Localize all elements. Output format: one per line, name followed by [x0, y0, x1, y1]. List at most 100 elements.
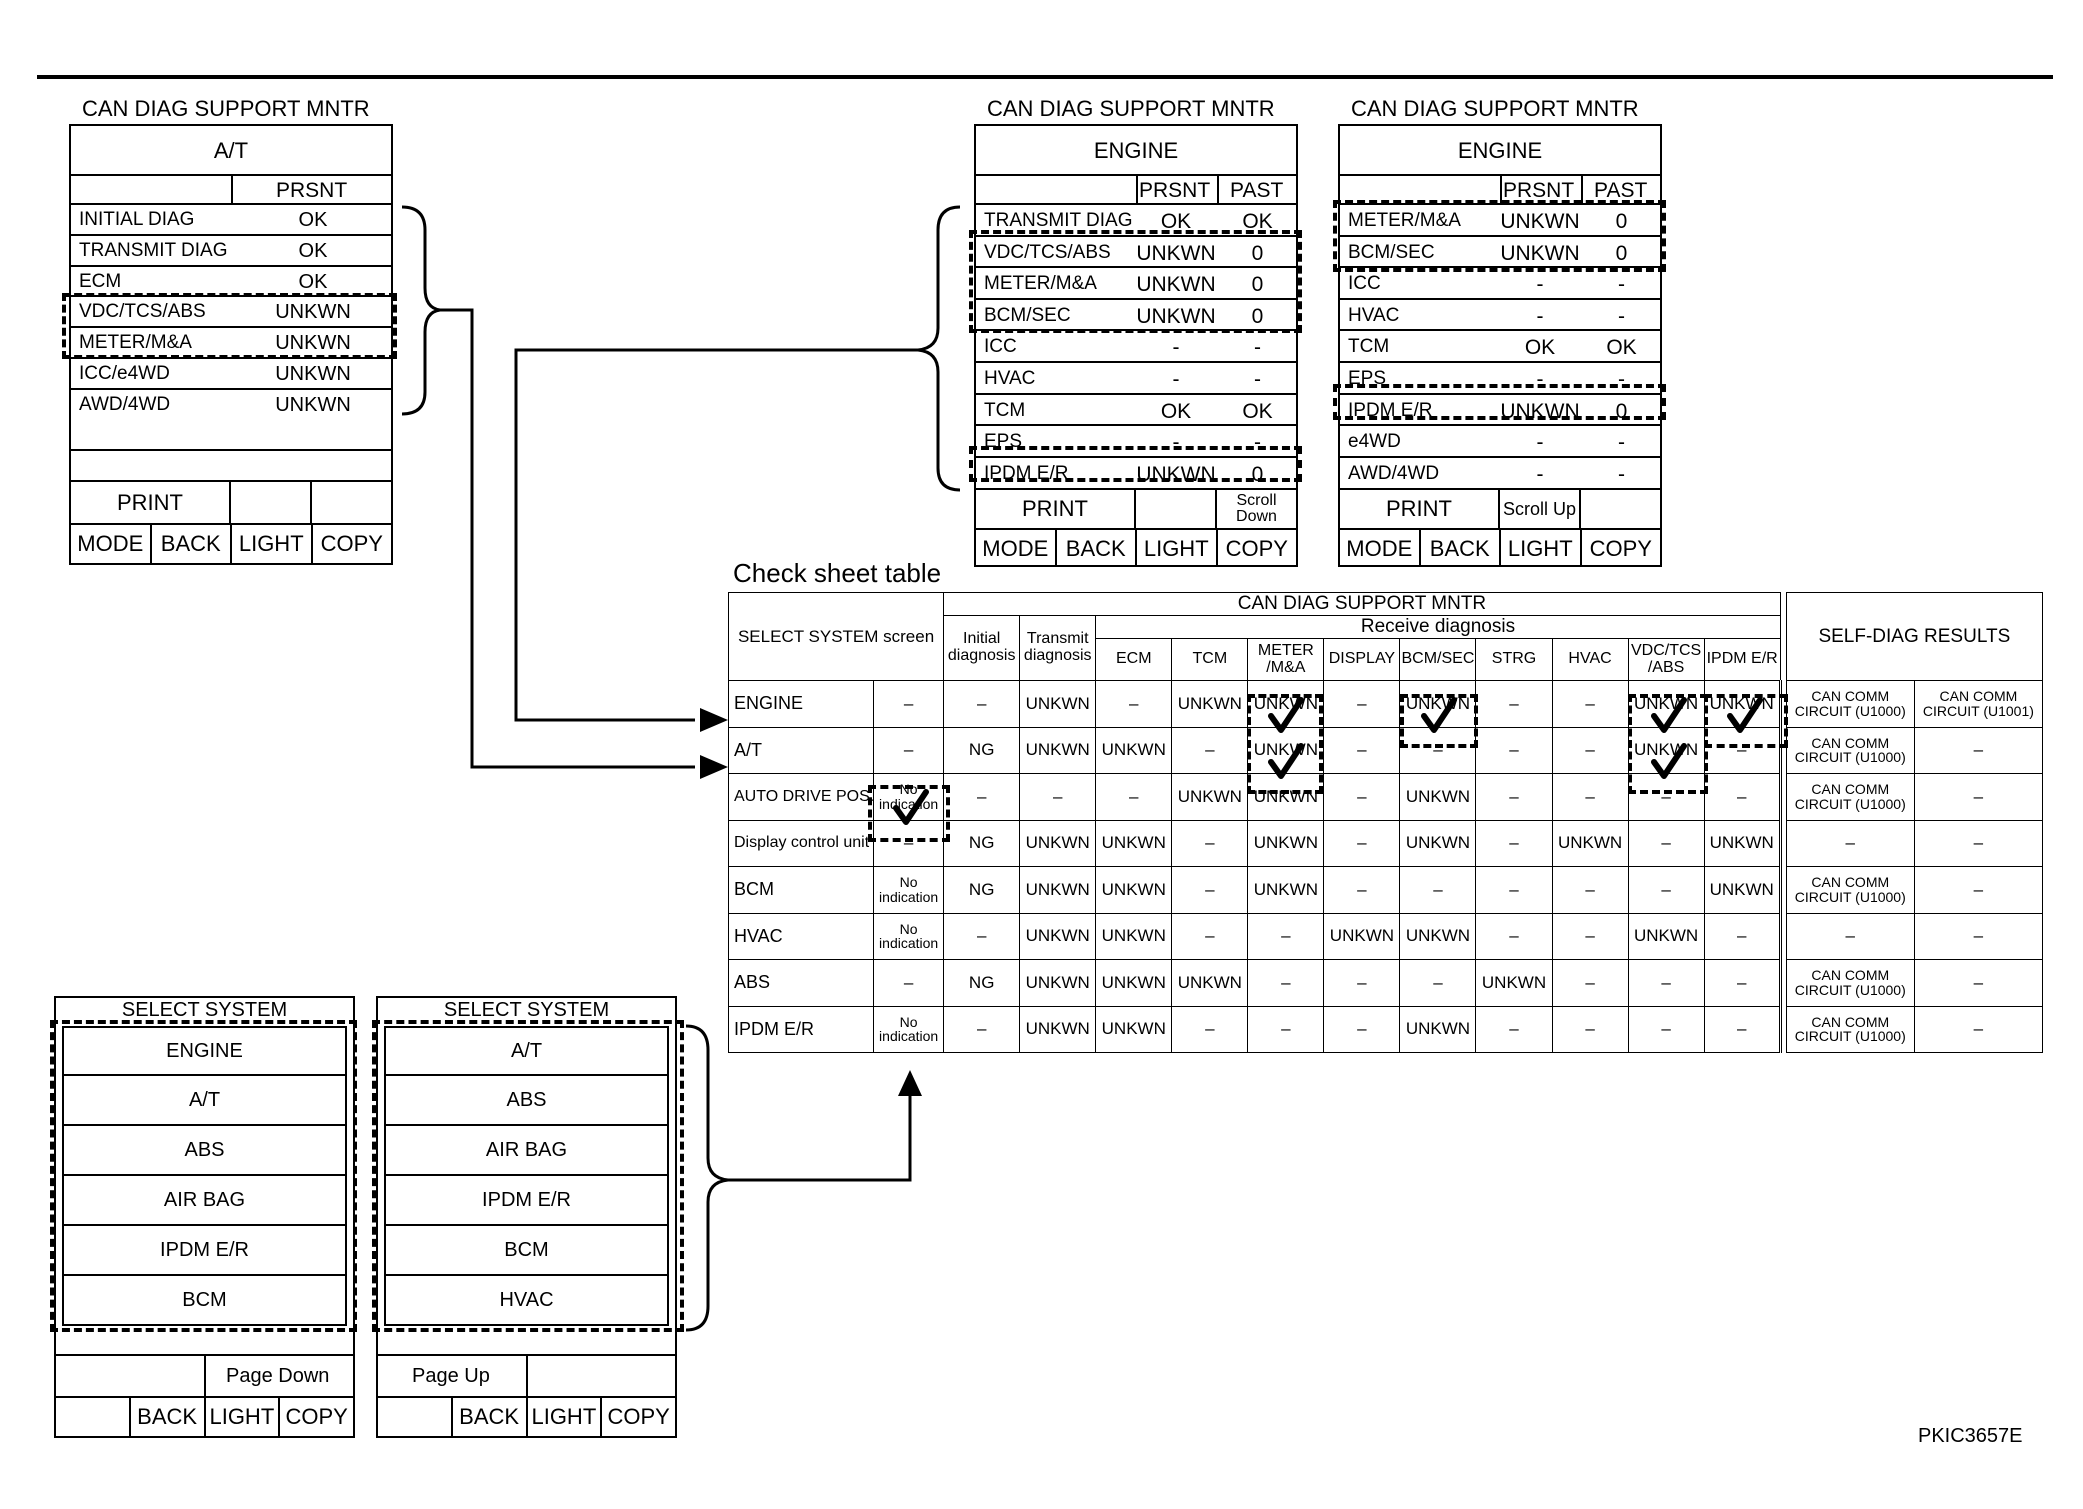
cs-cell: – — [1913, 912, 2044, 960]
at-row-prsnt: OK — [298, 209, 328, 231]
cs-cell: – — [1627, 1005, 1705, 1053]
cs-receive-col: BCM/SEC — [1399, 638, 1477, 681]
cs-cell: UNKWN — [1399, 1005, 1477, 1053]
engine-row-prsnt: - — [1536, 368, 1544, 391]
cs-main-header: CAN DIAG SUPPORT MNTR — [943, 592, 1781, 616]
cs-cell: UNKWN — [1095, 866, 1173, 914]
cs-cell: CAN COMM CIRCUIT (U1000) — [1785, 773, 1915, 821]
engine-row-prsnt: OK — [1160, 399, 1192, 423]
engine2-title: CAN DIAG SUPPORT MNTR — [1351, 96, 1639, 121]
cs-cell: UNKWN — [1019, 726, 1097, 774]
cs-cell: UNKWN — [1171, 959, 1249, 1007]
engine2-light-button[interactable]: LIGHT — [1499, 530, 1580, 567]
cs-cell: – — [1475, 773, 1553, 821]
engine-row-past: 0 — [1251, 462, 1264, 486]
select-system-item[interactable]: BCM — [384, 1226, 669, 1276]
engine-row: ICC-- — [976, 329, 1296, 361]
cs-cell: – — [1475, 680, 1553, 728]
engine2-scroll-up-button[interactable]: Scroll Up — [1498, 490, 1579, 528]
at-back-button[interactable]: BACK — [149, 525, 231, 563]
engine2-highlight-box-ipdm — [1333, 384, 1666, 420]
select-system-item[interactable]: ENGINE — [62, 1026, 347, 1076]
select1-back-button[interactable]: BACK — [128, 1398, 204, 1436]
engine2-system-label: ENGINE — [1457, 138, 1543, 163]
select1-copy-button[interactable]: COPY — [278, 1398, 353, 1436]
engine-row-prsnt: - — [1536, 273, 1544, 297]
cs-row-name: AUTO DRIVE POS. — [727, 773, 875, 821]
at-row-prsnt: UNKWN — [275, 363, 351, 385]
cs-cell: – — [1627, 959, 1705, 1007]
engine-row-prsnt: UNKWN — [1136, 241, 1216, 265]
select-system-item[interactable]: IPDM E/R — [384, 1176, 669, 1226]
cs-cell: UNKWN — [1627, 912, 1705, 960]
cs-cell: CAN COMM CIRCUIT (U1000) — [1785, 1005, 1915, 1053]
cs-highlight-ipdm — [1704, 694, 1788, 748]
select1-page-down-button[interactable]: Page Down — [226, 1365, 330, 1387]
engine1-back-button[interactable]: BACK — [1054, 530, 1136, 567]
cs-cell: – — [1551, 773, 1629, 821]
select2-page-up-button[interactable]: Page Up — [412, 1365, 490, 1387]
at-row-item: AWD/4WD — [79, 393, 171, 415]
cs-cell: – — [1913, 819, 2044, 867]
check-sheet-table: SELECT SYSTEM screen CAN DIAG SUPPORT MN… — [727, 592, 2044, 1053]
check-mark-icon — [1418, 696, 1458, 741]
select-system-item[interactable]: HVAC — [384, 1276, 669, 1326]
select-system-item[interactable]: ABS — [384, 1076, 669, 1126]
select2-light-button[interactable]: LIGHT — [525, 1398, 601, 1436]
engine1-mode-button[interactable]: MODE — [982, 535, 1049, 561]
at-light-button[interactable]: LIGHT — [230, 525, 311, 563]
select-system-item[interactable]: AIR BAG — [384, 1126, 669, 1176]
engine-row-prsnt: - — [1172, 368, 1180, 391]
select-system-item[interactable]: A/T — [384, 1026, 669, 1076]
cs-cell: – — [1703, 959, 1781, 1007]
engine2-copy-button[interactable]: COPY — [1579, 530, 1661, 567]
select1-light-button[interactable]: LIGHT — [203, 1398, 279, 1436]
at-mode-button[interactable]: MODE — [77, 531, 144, 556]
engine1-print-button[interactable]: PRINT — [1022, 496, 1088, 521]
at-print-button[interactable]: PRINT — [117, 489, 183, 515]
engine2-mode-button[interactable]: MODE — [1346, 535, 1413, 561]
engine2-back-button[interactable]: BACK — [1418, 530, 1500, 567]
engine-row-item: BCM/SEC — [1348, 241, 1435, 263]
engine-row: AWD/4WD-- — [1340, 455, 1660, 488]
select-system-item[interactable]: IPDM E/R — [62, 1226, 347, 1276]
engine1-copy-button[interactable]: COPY — [1215, 530, 1297, 567]
engine1-light-button[interactable]: LIGHT — [1135, 530, 1216, 567]
engine2-print-button[interactable]: PRINT — [1386, 496, 1452, 521]
cs-cell: UNKWN — [1247, 680, 1325, 728]
select-system-item[interactable]: A/T — [62, 1076, 347, 1126]
engine-row-item: HVAC — [1348, 304, 1400, 326]
cs-cell: UNKWN — [1171, 680, 1249, 728]
select-system-item[interactable]: AIR BAG — [62, 1176, 347, 1226]
cs-cell: – — [1323, 959, 1401, 1007]
cs-highlight-meter — [1247, 694, 1323, 794]
select-system-item[interactable]: BCM — [62, 1276, 347, 1326]
cs-cell: – — [1475, 819, 1553, 867]
cs-cell: UNKWN — [1095, 726, 1173, 774]
engine1-title: CAN DIAG SUPPORT MNTR — [987, 96, 1275, 121]
cs-cell: – — [1323, 866, 1401, 914]
cs-receive-col: STRG — [1475, 638, 1553, 681]
cs-row-name: ENGINE — [727, 680, 875, 728]
at-copy-button[interactable]: COPY — [310, 525, 392, 563]
check-mark-icon — [1265, 742, 1305, 787]
at-connector — [440, 308, 695, 769]
cs-cell: – — [1171, 726, 1249, 774]
cs-cell: – — [1627, 866, 1705, 914]
cs-row-name: IPDM E/R — [727, 1005, 875, 1053]
cs-cell: UNKWN — [1019, 819, 1097, 867]
cs-highlight-bcmsec — [1400, 694, 1478, 748]
select-system-item[interactable]: ABS — [62, 1126, 347, 1176]
engine-row-past: 0 — [1251, 273, 1264, 297]
select2-back-button[interactable]: BACK — [450, 1398, 526, 1436]
cs-cell: – — [1171, 912, 1249, 960]
engine1-scroll-down-button[interactable]: Scroll Down — [1215, 490, 1296, 528]
top-rule — [37, 75, 2053, 79]
select2-copy-button[interactable]: COPY — [600, 1398, 675, 1436]
cs-cell: – — [1095, 773, 1173, 821]
